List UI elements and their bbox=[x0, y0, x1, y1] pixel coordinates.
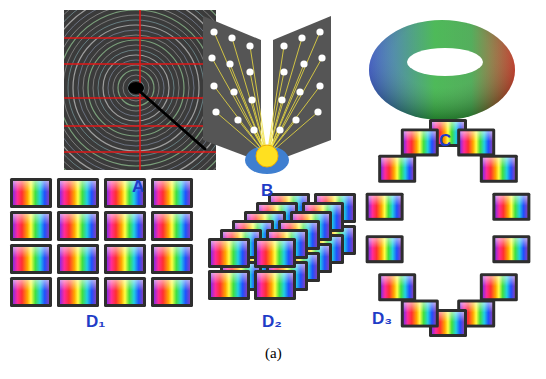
detector-tile bbox=[10, 277, 52, 307]
detector-tile bbox=[10, 178, 52, 208]
detector-tile bbox=[104, 178, 146, 208]
detector-tile bbox=[254, 270, 296, 300]
detector-dot bbox=[318, 54, 325, 61]
detector-dot bbox=[230, 88, 237, 95]
detector-dot bbox=[300, 60, 307, 67]
detector-tile bbox=[208, 238, 250, 268]
diffraction-ring bbox=[64, 10, 214, 166]
ray-line bbox=[267, 58, 322, 156]
ray-line bbox=[267, 64, 304, 156]
detector-tile bbox=[480, 273, 518, 301]
detector-tile bbox=[151, 178, 193, 208]
detector-dot bbox=[246, 68, 253, 75]
diffraction-ring bbox=[64, 10, 216, 170]
panel-label: A bbox=[132, 178, 144, 195]
detector-tile bbox=[366, 235, 404, 263]
detector-tile bbox=[104, 244, 146, 274]
detector-dot bbox=[316, 28, 323, 35]
detector-tile bbox=[104, 277, 146, 307]
detector-dot bbox=[226, 60, 233, 67]
figure-caption: (a) bbox=[265, 346, 282, 361]
detector-tile bbox=[366, 193, 404, 221]
detector-dot bbox=[280, 68, 287, 75]
detector-tile bbox=[151, 277, 193, 307]
detector-tile bbox=[104, 211, 146, 241]
detector-tile bbox=[57, 178, 99, 208]
detector-dot bbox=[210, 28, 217, 35]
detector-tile bbox=[57, 211, 99, 241]
detector-tile bbox=[378, 273, 416, 301]
torus bbox=[369, 20, 515, 120]
ray-line bbox=[212, 58, 267, 156]
diffraction-ring bbox=[64, 10, 216, 170]
detector-tile bbox=[378, 155, 416, 183]
detector-tile bbox=[480, 155, 518, 183]
ray-line bbox=[267, 32, 320, 156]
detector-tile bbox=[10, 244, 52, 274]
detector-tile bbox=[10, 211, 52, 241]
detector-tile bbox=[401, 128, 439, 156]
diffraction-ring bbox=[64, 10, 216, 170]
detector-dot bbox=[208, 54, 215, 61]
detector-tile bbox=[254, 238, 296, 268]
detector-dot bbox=[212, 108, 219, 115]
detector-tile bbox=[151, 211, 193, 241]
ray-line bbox=[267, 38, 302, 156]
diffraction-ring bbox=[64, 10, 216, 170]
panel-label: D₃ bbox=[372, 310, 392, 327]
detector-dot bbox=[316, 82, 323, 89]
detector-tile bbox=[208, 270, 250, 300]
detector-tile bbox=[492, 193, 530, 221]
ray-line bbox=[214, 86, 267, 156]
panel-label: C bbox=[439, 132, 451, 149]
diffraction-ring bbox=[64, 10, 216, 170]
detector-dot bbox=[276, 126, 283, 133]
detector-dot bbox=[296, 88, 303, 95]
detector-tile bbox=[401, 300, 439, 328]
detector-tile bbox=[457, 128, 495, 156]
diffraction-ring bbox=[64, 15, 209, 161]
detector-dot bbox=[278, 96, 285, 103]
detector-tile bbox=[57, 277, 99, 307]
detector-dot bbox=[228, 34, 235, 41]
ray-line bbox=[230, 64, 267, 156]
detector-panels bbox=[203, 16, 331, 174]
detector-dot bbox=[234, 116, 241, 123]
detector-dot bbox=[314, 108, 321, 115]
panel-label: D₁ bbox=[86, 313, 105, 330]
panel-label: D₂ bbox=[262, 313, 282, 330]
detector-dot bbox=[280, 42, 287, 49]
detector-dot bbox=[248, 96, 255, 103]
source-sun bbox=[256, 145, 278, 167]
panel-label: B bbox=[261, 182, 273, 199]
detector-dot bbox=[292, 116, 299, 123]
detector-dot bbox=[210, 82, 217, 89]
detector-dot bbox=[298, 34, 305, 41]
ray-line bbox=[232, 38, 267, 156]
detector-dot bbox=[246, 42, 253, 49]
diffraction-ring bbox=[64, 10, 216, 170]
detector-tile bbox=[151, 244, 193, 274]
diffraction-ring bbox=[64, 10, 216, 170]
ray-line bbox=[214, 32, 267, 156]
diffraction-ring bbox=[64, 10, 216, 170]
detector-dot bbox=[250, 126, 257, 133]
detector-tile bbox=[57, 244, 99, 274]
detector-tile bbox=[492, 235, 530, 263]
ray-line bbox=[267, 86, 320, 156]
